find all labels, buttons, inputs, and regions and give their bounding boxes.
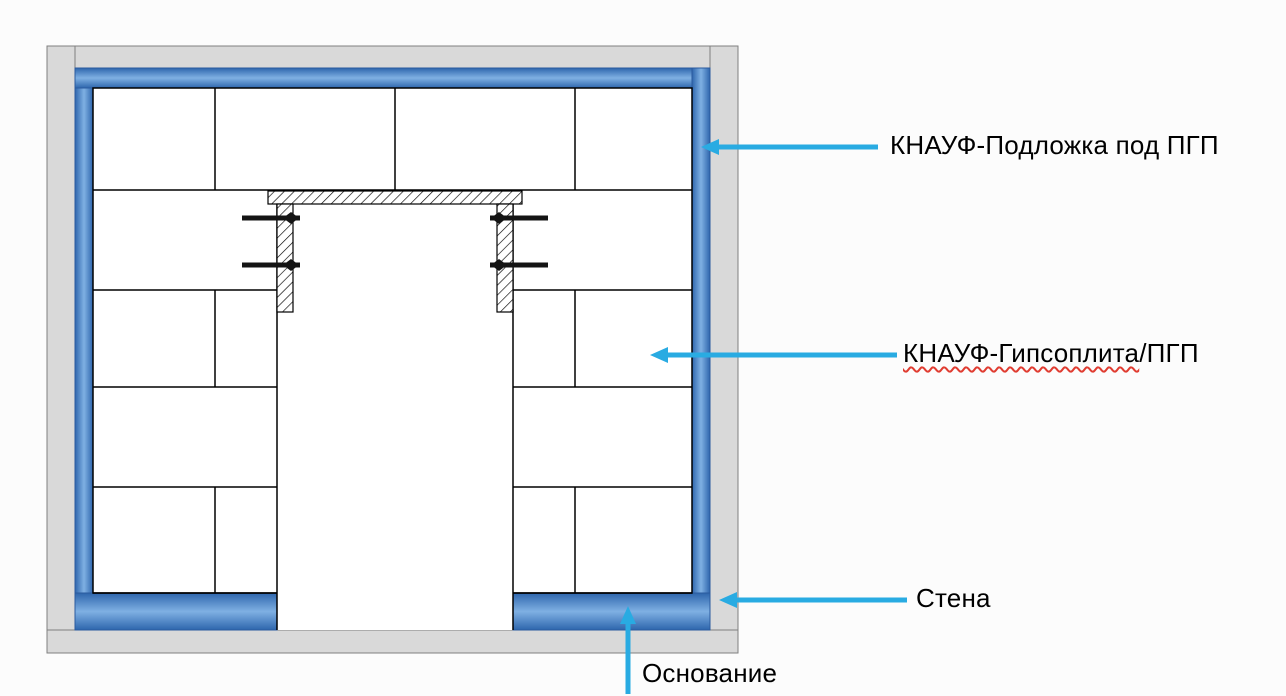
board-label: КНАУФ-Гипсоплита/ПГП — [903, 338, 1199, 369]
board-label-main: КНАУФ-Гипсоплита — [903, 338, 1140, 368]
block-joints — [214, 88, 576, 593]
underlay-bottom-right — [512, 592, 711, 631]
underlay-label: КНАУФ-Подложка под ПГП — [890, 130, 1219, 160]
door-opening — [277, 204, 513, 630]
wall-arrow — [719, 592, 907, 608]
underlay-left — [74, 67, 94, 631]
underlay-strips — [74, 67, 711, 631]
base-label: Основание — [642, 658, 778, 688]
door-anchors — [242, 212, 548, 271]
anchor-diamond-right-bottom — [491, 259, 507, 271]
wall-frame-top — [46, 45, 739, 69]
wall-frame-right — [709, 45, 739, 631]
wall-frame — [46, 45, 739, 654]
wall-frame-base — [46, 629, 739, 654]
underlay-right — [691, 67, 711, 631]
callout-arrows — [620, 139, 907, 694]
door-lintel — [267, 190, 523, 205]
board-arrow — [650, 347, 897, 363]
anchor-diamond-right-top — [491, 212, 507, 224]
underlay-top — [74, 67, 711, 89]
underlay-bottom-left — [74, 592, 278, 631]
door-jamb-left — [276, 203, 294, 313]
anchor-diamond-left-bottom — [283, 259, 299, 271]
anchor-diamond-left-top — [283, 212, 299, 224]
underlay-arrow — [701, 139, 878, 155]
board-label-suffix: /ПГП — [1139, 338, 1199, 368]
wall-frame-left — [46, 45, 76, 631]
wall-label: Стена — [916, 583, 991, 613]
door-jamb-right — [496, 203, 514, 313]
course-lines — [93, 189, 692, 594]
base-arrow — [620, 606, 636, 694]
